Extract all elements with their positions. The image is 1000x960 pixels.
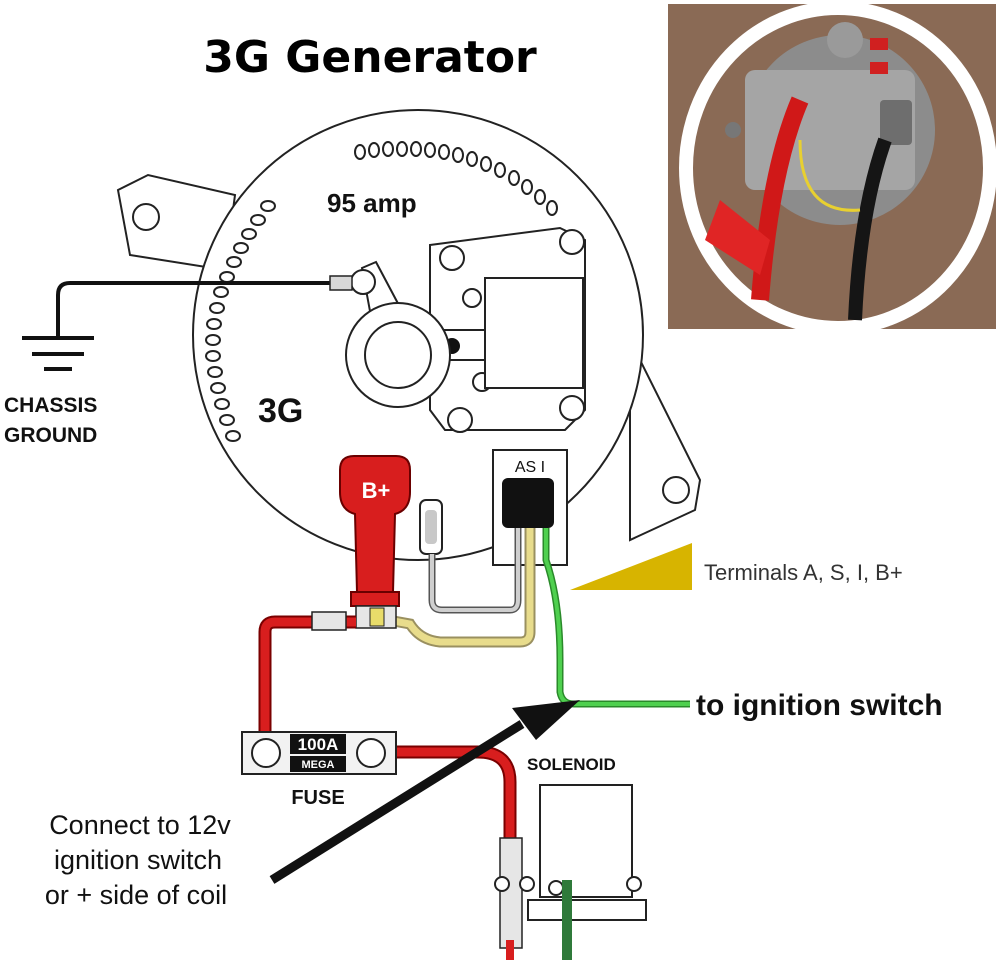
rating-label: 95 amp [327, 188, 417, 218]
positive-wire-to-fuse [258, 615, 356, 735]
chassis-ground-symbol [22, 281, 347, 371]
connect-callout-line1: Connect to 12v [49, 810, 231, 840]
ground-label-line2: GROUND [4, 424, 97, 447]
solenoid-label: SOLENOID [527, 755, 616, 774]
stator-connector-insert [425, 510, 437, 544]
fuse-rating: 100A [298, 735, 339, 754]
connect-callout-line3: or + side of coil [45, 880, 227, 910]
terminals-callout-text: Terminals A, S, I, B+ [704, 560, 903, 585]
bplus-label: B+ [362, 478, 391, 503]
fuse-type: MEGA [302, 759, 335, 771]
ground-ring-terminal [329, 275, 353, 291]
terminals-callout-wedge [570, 543, 692, 590]
cooling-slots [205, 141, 558, 442]
model-label: 3G [258, 392, 303, 430]
ground-label-line1: CHASSIS [4, 394, 97, 417]
alternator-photo-inset [668, 1, 997, 335]
mega-fuse [241, 731, 397, 775]
terminal-plug [502, 478, 554, 528]
ground-terminal-bolt [350, 269, 376, 295]
regulator-plate [429, 226, 586, 433]
ignition-callout-text: to ignition switch [696, 689, 943, 722]
rotor-shaft [345, 260, 451, 408]
connect-callout-line2: ignition switch [54, 845, 222, 875]
diagram-title: 3G Generator [203, 32, 537, 83]
fuse-wire-lug-top [311, 611, 347, 631]
starter-solenoid [494, 784, 647, 960]
fuse-label: FUSE [291, 787, 344, 809]
terminal-letters: AS I [515, 459, 545, 476]
connect-arrow [269, 700, 580, 884]
bplus-terminal [339, 455, 411, 629]
